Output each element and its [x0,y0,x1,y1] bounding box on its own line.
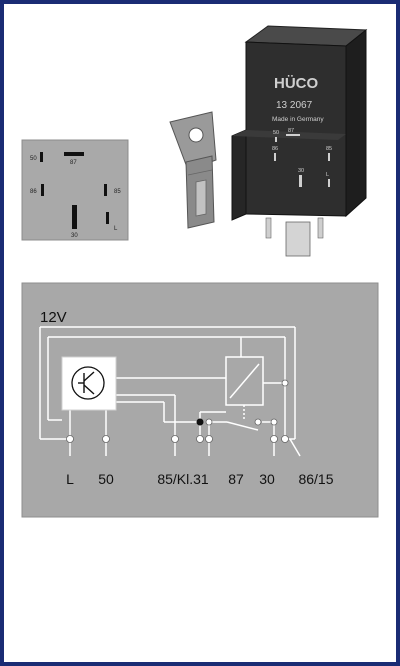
terminal-label-50: 50 [98,471,114,487]
terminal-nodes [66,435,289,443]
relay-origin: Made in Germany [272,116,324,123]
supply-label: 12V [40,309,67,326]
relay-photo: HÜCO 13 2067 Made in Germany 50 87 86 85… [231,25,368,257]
pin-50-bar [40,152,43,162]
relay-pin-label-85: 85 [326,146,332,152]
relay-pin-label-50: 50 [273,130,279,136]
relay-pin-30 [285,221,311,257]
terminal-label-87: 87 [228,471,244,487]
pin-86-bar [41,184,44,196]
relay-brand: HÜCO [274,75,318,92]
pin-label-30: 30 [71,233,78,239]
terminal-label-86-15: 86/15 [298,471,333,487]
pinout-diagram: 50 87 86 85 30 L [21,139,129,241]
pin-label-l: L [114,226,118,232]
pin-87-bar [64,152,84,156]
relay-pin-label-l: L [326,172,329,178]
transistor-symbol [71,366,105,400]
pin-85-bar [104,184,107,196]
relay-part-number: 13 2067 [276,100,313,111]
pin-label-87: 87 [70,160,77,166]
ground-junction [196,418,204,426]
terminal-label-30: 30 [259,471,275,487]
pin-l-bar [106,212,109,224]
terminal-label-l: L [66,471,74,487]
mounting-bracket [169,111,217,229]
wiring-schematic: 12V [21,282,379,518]
relay-pin-label-30: 30 [298,168,304,174]
terminal-label-85-kl31: 85/Kl.31 [157,471,209,487]
pin-label-86: 86 [30,189,37,195]
pin-30-bar [72,205,77,229]
relay-pin-label-87: 87 [288,128,294,134]
pin-label-50: 50 [30,156,37,162]
relay-pin-label-86: 86 [272,146,278,152]
pin-label-85: 85 [114,189,121,195]
